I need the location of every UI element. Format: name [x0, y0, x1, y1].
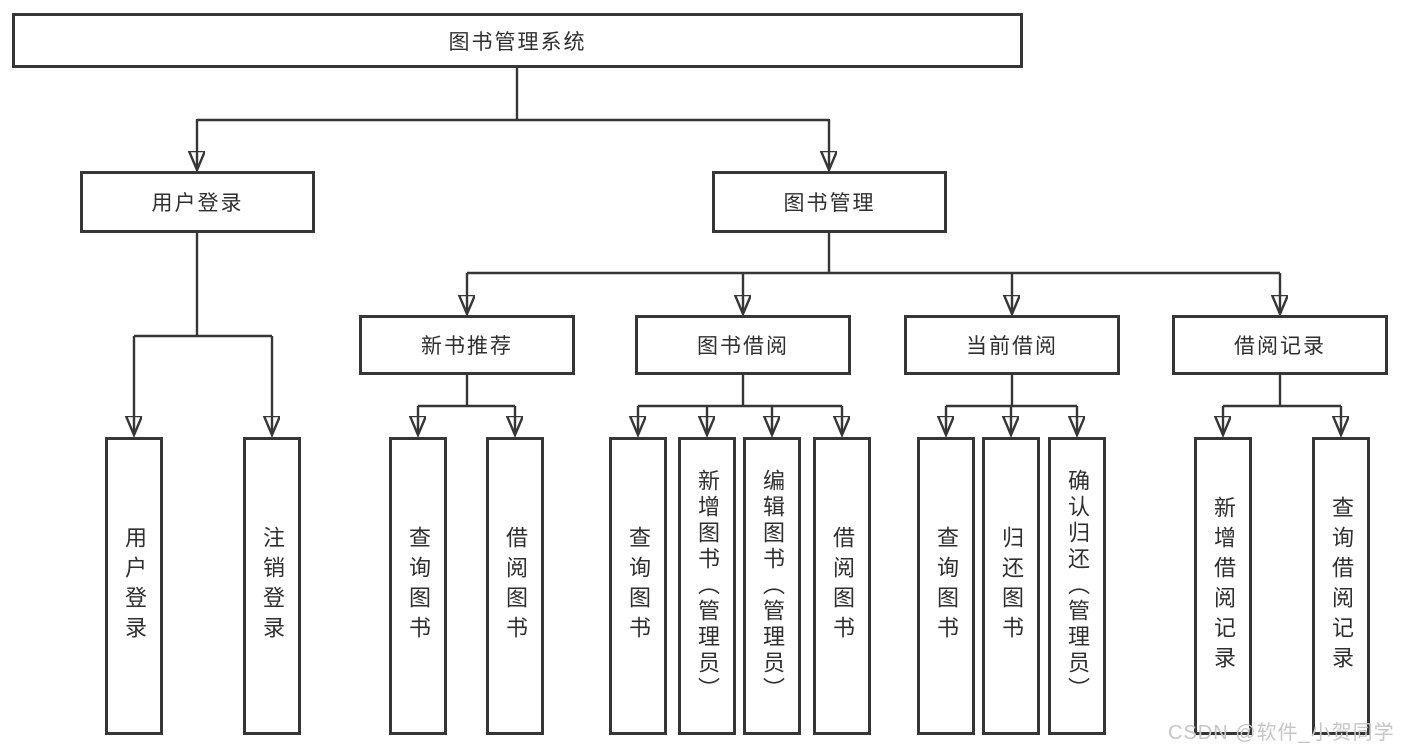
leaf-edit-books-admin: 编辑图书（管理员）	[743, 437, 801, 735]
leaf-query-books-1: 查询图书	[389, 437, 447, 735]
node-user-login-label: 用户登录	[151, 192, 244, 215]
node-current-borrow: 当前借阅	[904, 315, 1120, 375]
leaf-logout-label: 注销登录	[260, 526, 285, 646]
leaf-add-borrow-record: 新增借阅记录	[1194, 437, 1252, 735]
leaf-query-books-2: 查询图书	[609, 437, 667, 735]
node-book-borrow-label: 图书借阅	[697, 335, 789, 358]
leaf-logout: 注销登录	[243, 437, 301, 735]
leaf-query-borrow-record-label: 查询借阅记录	[1329, 496, 1354, 676]
leaf-borrow-books-1: 借阅图书	[486, 437, 544, 735]
leaf-add-borrow-record-label: 新增借阅记录	[1211, 496, 1236, 676]
leaf-query-borrow-record: 查询借阅记录	[1312, 437, 1370, 735]
leaf-query-books-2-label: 查询图书	[626, 526, 651, 646]
leaf-query-books-3-label: 查询图书	[934, 526, 959, 646]
leaf-return-books: 归还图书	[982, 437, 1040, 735]
node-current-borrow-label: 当前借阅	[966, 335, 1058, 358]
leaf-user-login: 用户登录	[105, 437, 163, 735]
leaf-add-books-admin-label: 新增图书（管理员）	[695, 469, 720, 703]
node-library-system-label: 图书管理系统	[448, 30, 587, 54]
node-book-borrow: 图书借阅	[635, 315, 851, 375]
leaf-query-books-3: 查询图书	[917, 437, 975, 735]
leaf-borrow-books-1-label: 借阅图书	[503, 526, 528, 646]
csdn-watermark: CSDN @软件_小贺同学	[1168, 722, 1395, 744]
leaf-user-login-label: 用户登录	[122, 526, 147, 646]
leaf-borrow-books-2: 借阅图书	[813, 437, 871, 735]
node-book-mgmt-label: 图书管理	[783, 192, 876, 215]
node-book-mgmt: 图书管理	[712, 171, 947, 233]
leaf-add-books-admin: 新增图书（管理员）	[678, 437, 736, 735]
leaf-return-books-label: 归还图书	[999, 526, 1024, 646]
node-borrow-records-label: 借阅记录	[1234, 335, 1326, 358]
node-user-login: 用户登录	[80, 171, 315, 233]
leaf-confirm-return-admin: 确认归还（管理员）	[1048, 437, 1106, 735]
node-new-book-recommend-label: 新书推荐	[421, 335, 513, 358]
leaf-edit-books-admin-label: 编辑图书（管理员）	[760, 469, 785, 703]
leaf-confirm-return-admin-label: 确认归还（管理员）	[1065, 469, 1090, 703]
leaf-borrow-books-2-label: 借阅图书	[830, 526, 855, 646]
node-new-book-recommend: 新书推荐	[359, 315, 575, 375]
node-borrow-records: 借阅记录	[1172, 315, 1388, 375]
leaf-query-books-1-label: 查询图书	[406, 526, 431, 646]
node-library-system: 图书管理系统	[12, 13, 1023, 68]
